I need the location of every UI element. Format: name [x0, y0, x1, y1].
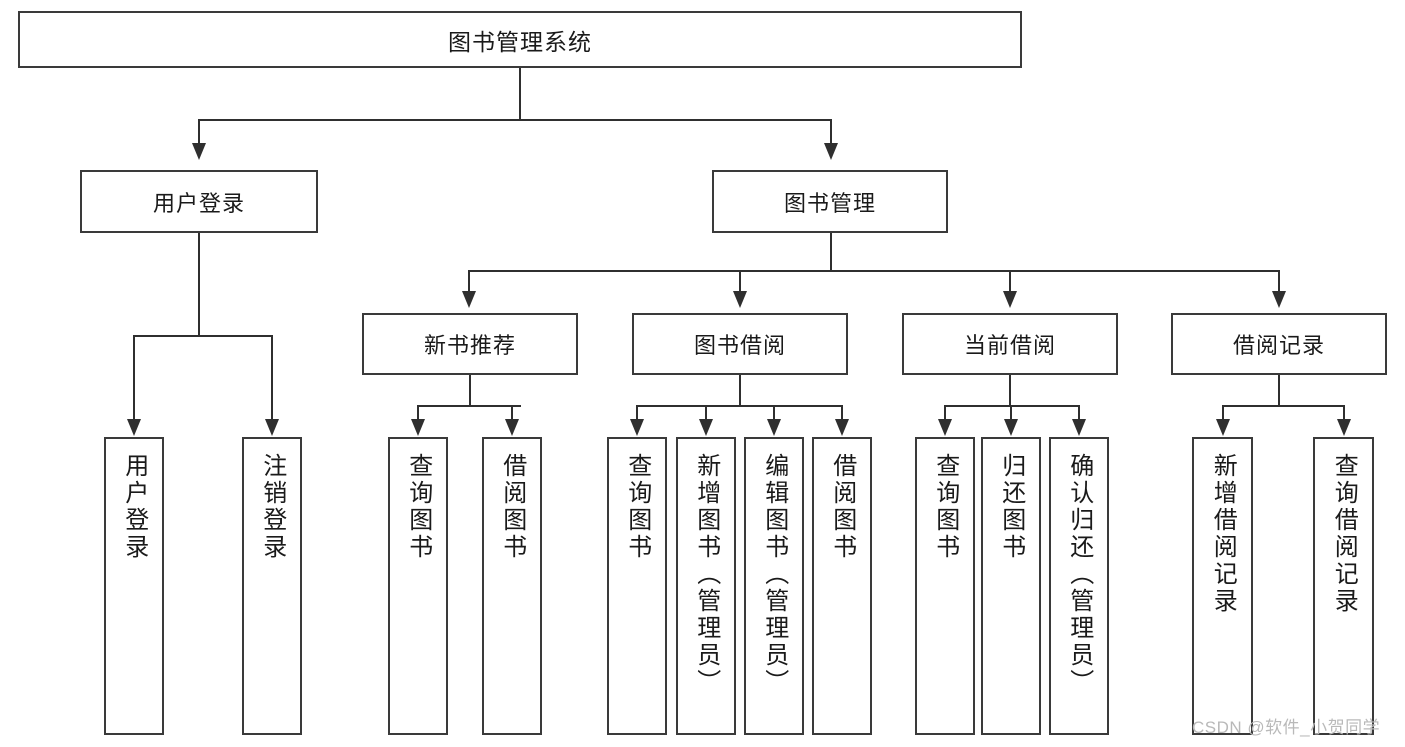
connector-book-borrow-bus	[636, 405, 842, 407]
connector-new-book-drop-2	[511, 405, 513, 420]
arrowhead-to-current-borrow	[1003, 291, 1017, 308]
node-new-book-recommend-label: 新书推荐	[423, 333, 516, 358]
connector-level2-drop-4	[1278, 270, 1280, 292]
csdn-watermark: CSDN @软件_小贺同学	[1192, 718, 1381, 737]
node-book-borrow-label: 图书借阅	[693, 333, 786, 358]
leaf-label: 新增借阅记录	[1209, 453, 1237, 615]
arrowhead-to-user-login	[192, 143, 206, 160]
arrowhead-user-login-leaf-1	[127, 419, 141, 436]
arrowhead-book-borrow-leaf-1	[630, 419, 644, 436]
leaf-borrow-record-add[interactable]: 新增借阅记录	[1192, 437, 1253, 735]
connector-current-borrow-drop-1	[944, 405, 946, 420]
leaf-label: 借阅图书	[828, 453, 856, 561]
leaf-label: 新增图书（管理员）	[692, 453, 720, 696]
node-book-management-label: 图书管理	[783, 190, 876, 216]
connector-level2-drop-2	[739, 270, 741, 292]
connector-new-book-bus	[417, 405, 521, 407]
leaf-label: 查询图书	[931, 453, 959, 561]
connector-book-borrow-drop-1	[636, 405, 638, 420]
connector-book-borrow-drop-3	[773, 405, 775, 420]
leaf-label: 确认归还（管理员）	[1065, 453, 1093, 696]
arrowhead-to-book-management	[824, 143, 838, 160]
arrowhead-borrow-record-leaf-2	[1337, 419, 1351, 436]
node-current-borrow-label: 当前借阅	[963, 333, 1056, 358]
leaf-label: 借阅图书	[498, 453, 526, 561]
connector-level2-drop-1	[468, 270, 470, 292]
leaf-label: 注销登录	[258, 453, 286, 561]
leaf-book-borrow-add[interactable]: 新增图书（管理员）	[676, 437, 736, 735]
node-borrow-record[interactable]: 借阅记录	[1171, 313, 1387, 375]
connector-level2-drop-3	[1009, 270, 1011, 292]
leaf-label: 查询借阅记录	[1330, 453, 1358, 615]
node-book-management[interactable]: 图书管理	[712, 170, 948, 233]
leaf-current-borrow-return[interactable]: 归还图书	[981, 437, 1041, 735]
arrowhead-new-book-leaf-2	[505, 419, 519, 436]
connector-borrow-record-bus	[1222, 405, 1345, 407]
arrowhead-to-new-book-recommend	[462, 291, 476, 308]
arrowhead-user-login-leaf-2	[265, 419, 279, 436]
connector-book-borrow-drop-4	[841, 405, 843, 420]
connector-root-drop-right	[830, 119, 832, 144]
node-user-login-label: 用户登录	[152, 190, 245, 216]
arrowhead-borrow-record-leaf-1	[1216, 419, 1230, 436]
connector-current-borrow-drop-3	[1078, 405, 1080, 420]
arrowhead-current-borrow-leaf-1	[938, 419, 952, 436]
connector-new-book-stem	[469, 375, 471, 406]
connector-root-bus	[198, 119, 832, 121]
leaf-new-book-borrow[interactable]: 借阅图书	[482, 437, 542, 735]
node-book-borrow[interactable]: 图书借阅	[632, 313, 848, 375]
connector-user-login-drop-1	[133, 335, 135, 420]
arrowhead-book-borrow-leaf-4	[835, 419, 849, 436]
leaf-label: 编辑图书（管理员）	[760, 453, 788, 696]
connector-borrow-record-stem	[1278, 375, 1280, 406]
node-borrow-record-label: 借阅记录	[1232, 333, 1325, 358]
arrowhead-current-borrow-leaf-2	[1004, 419, 1018, 436]
connector-current-borrow-stem	[1009, 375, 1011, 406]
leaf-current-borrow-query[interactable]: 查询图书	[915, 437, 975, 735]
connector-book-borrow-stem	[739, 375, 741, 406]
leaf-book-borrow-edit[interactable]: 编辑图书（管理员）	[744, 437, 804, 735]
arrowhead-new-book-leaf-1	[411, 419, 425, 436]
arrowhead-current-borrow-leaf-3	[1072, 419, 1086, 436]
connector-root-stem	[519, 68, 521, 120]
leaf-new-book-query[interactable]: 查询图书	[388, 437, 448, 735]
leaf-label: 归还图书	[997, 453, 1025, 561]
arrowhead-book-borrow-leaf-3	[767, 419, 781, 436]
connector-level2-bus	[468, 270, 1280, 272]
connector-new-book-drop-1	[417, 405, 419, 420]
leaf-user-login-login[interactable]: 用户登录	[104, 437, 164, 735]
connector-user-login-bus	[133, 335, 273, 337]
connector-book-borrow-drop-2	[705, 405, 707, 420]
node-root-label: 图书管理系统	[448, 28, 592, 55]
leaf-borrow-record-query[interactable]: 查询借阅记录	[1313, 437, 1374, 735]
arrowhead-book-borrow-leaf-2	[699, 419, 713, 436]
leaf-user-login-logout[interactable]: 注销登录	[242, 437, 302, 735]
connector-user-login-drop-2	[271, 335, 273, 420]
connector-root-drop-left	[198, 119, 200, 144]
node-current-borrow[interactable]: 当前借阅	[902, 313, 1118, 375]
node-root-book-management-system[interactable]: 图书管理系统	[18, 11, 1022, 68]
leaf-current-borrow-confirm-return[interactable]: 确认归还（管理员）	[1049, 437, 1109, 735]
connector-borrow-record-drop-1	[1222, 405, 1224, 420]
connector-user-login-stem	[198, 233, 200, 336]
leaf-book-borrow-borrow[interactable]: 借阅图书	[812, 437, 872, 735]
arrowhead-to-borrow-record	[1272, 291, 1286, 308]
node-new-book-recommend[interactable]: 新书推荐	[362, 313, 578, 375]
node-user-login[interactable]: 用户登录	[80, 170, 318, 233]
arrowhead-to-book-borrow	[733, 291, 747, 308]
connector-book-management-stem	[830, 233, 832, 271]
leaf-label: 查询图书	[623, 453, 651, 561]
connector-current-borrow-drop-2	[1010, 405, 1012, 420]
leaf-label: 用户登录	[120, 453, 148, 561]
leaf-label: 查询图书	[404, 453, 432, 561]
connector-current-borrow-bus	[944, 405, 1080, 407]
connector-borrow-record-drop-2	[1343, 405, 1345, 420]
leaf-book-borrow-query[interactable]: 查询图书	[607, 437, 667, 735]
